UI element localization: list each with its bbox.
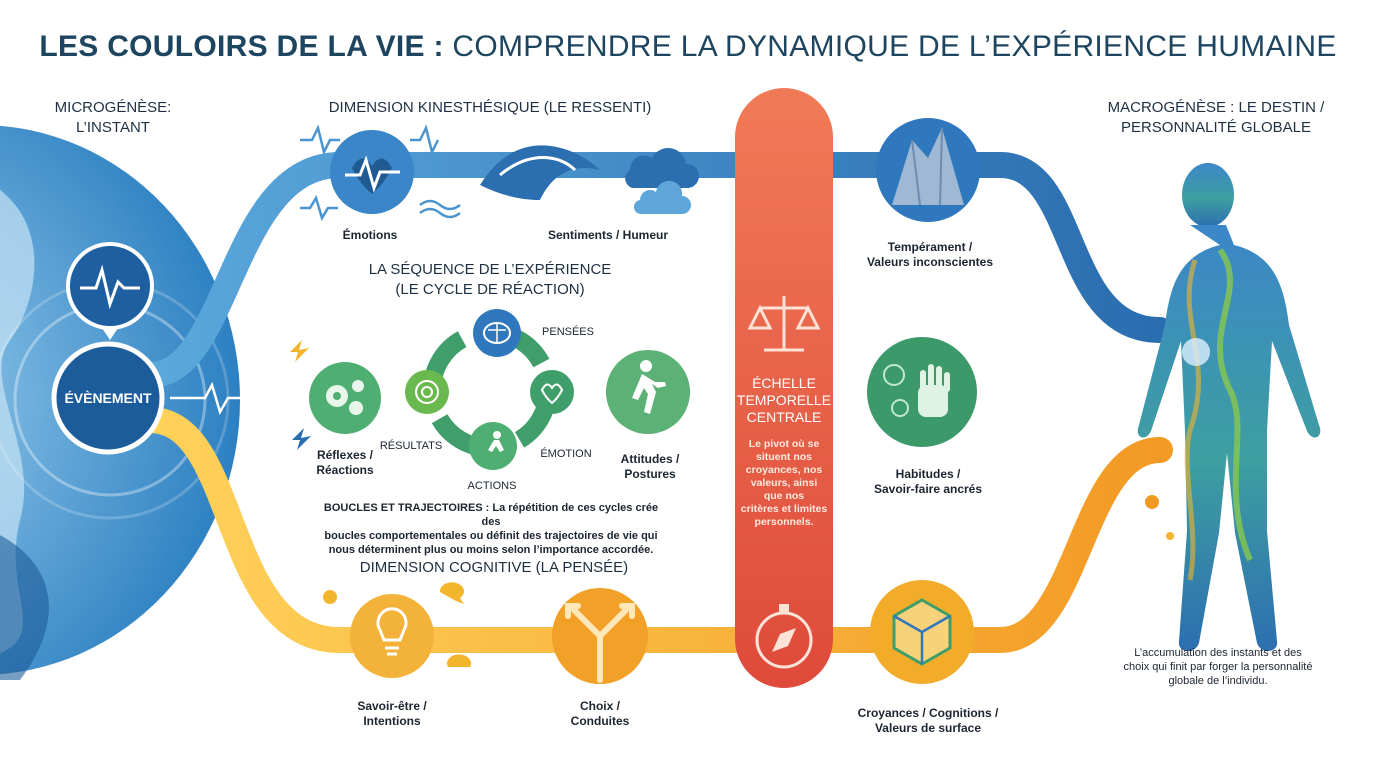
macrogenesis-heading: MACROGÉNÈSE : LE DESTIN / PERSONNALITÉ G… — [1096, 98, 1336, 138]
temperament-node — [876, 118, 980, 222]
central-text-line2: situent nos — [755, 451, 812, 463]
croyances-label-line1: Croyances / Cognitions / — [857, 706, 999, 720]
page-title: LES COULOIRS DE LA VIE : COMPRENDRE LA D… — [0, 30, 1376, 64]
target-icon — [415, 380, 439, 404]
central-text-line5: que nos — [763, 490, 805, 502]
arrows-icon — [565, 603, 635, 683]
reaction-cycle — [405, 309, 574, 470]
savoir-etre-label-line1: Savoir-être / — [357, 699, 427, 713]
central-text-line7: personnels. — [754, 516, 814, 528]
central-text-line3: croyances, nos — [745, 464, 823, 476]
event-label: ÉVÈNEMENT — [64, 390, 152, 406]
habitudes-label-line2: Savoir-faire ancrés — [873, 482, 983, 496]
compass-icon — [755, 604, 813, 669]
sequence-heading-line2: (LE CYCLE DE RÉACTION) — [395, 281, 585, 298]
sequence-heading-line1: LA SÉQUENCE DE L’EXPÉRIENCE — [368, 261, 612, 278]
central-text-line6: critères et limites — [740, 503, 828, 515]
attitudes-node — [606, 350, 690, 434]
croyances-label-line2: Valeurs de surface — [874, 721, 982, 735]
choix-node — [552, 588, 648, 684]
microgenesis-heading-line2: L’INSTANT — [76, 119, 150, 136]
cognitive-path — [137, 407, 1173, 653]
habitudes-label: Habitudes / Savoir-faire ancrés — [848, 467, 1008, 497]
choix-label-line2: Conduites — [570, 714, 630, 728]
heartbeat-icon — [300, 124, 440, 222]
cube-icon — [892, 598, 952, 666]
reflexes-node — [170, 340, 381, 450]
cycle-pensees: PENSÉES — [542, 326, 594, 338]
valeurs-label-line1: Valeurs — [1035, 382, 1077, 394]
heartbeat-circle — [66, 242, 154, 340]
temperament-label: Tempérament / Valeurs inconscientes — [850, 240, 1010, 270]
choix-label-line1: Choix / — [579, 699, 620, 713]
macrogenesis-heading-line1: MACROGÉNÈSE : LE DESTIN / — [1107, 99, 1325, 116]
macrogenesis-heading-line2: PERSONNALITÉ GLOBALE — [1120, 119, 1312, 136]
mountain-icon — [892, 128, 964, 205]
event-node[interactable] — [51, 341, 165, 455]
runner-icon — [488, 431, 504, 452]
scale-icon — [747, 296, 821, 352]
central-text-line4: valeurs, ainsi — [750, 477, 818, 489]
emotions-label: Émotions — [342, 228, 398, 242]
valeurs-profondes-label: Valeurs profondes — [1016, 381, 1096, 409]
savoir-etre-node — [323, 582, 471, 678]
cycle-actions: ACTIONS — [467, 480, 517, 492]
macrogenesis-caption-line2: choix qui finit par forger la personnali… — [1123, 661, 1313, 673]
cloud-icon — [625, 148, 700, 215]
loops-text-line1: BOUCLES ET TRAJECTOIRES : La répétition … — [323, 502, 659, 528]
heart-icon — [540, 383, 564, 405]
savoir-etre-label: Savoir-être / Intentions — [342, 699, 442, 729]
walker-icon — [632, 360, 666, 414]
macrogenesis-caption-line3: globale de l’individu. — [1168, 675, 1268, 687]
reflexes-label-line1: Réflexes / — [316, 448, 374, 462]
central-text-line1: Le pivot où se — [748, 438, 820, 450]
central-title-line1: ÉCHELLE — [752, 375, 816, 391]
idea-icon — [323, 582, 471, 667]
reflexes-label-line2: Réactions — [316, 463, 374, 477]
attitudes-label: Attitudes / Postures — [610, 452, 690, 482]
cognitive-heading: DIMENSION COGNITIVE (LA PENSÉE) — [359, 559, 629, 576]
choix-label: Choix / Conduites — [550, 699, 650, 729]
cycle-emotion: ÉMOTION — [540, 448, 592, 460]
title-bold: LES COULOIRS DE LA VIE : — [39, 30, 444, 63]
savoir-etre-label-line2: Intentions — [363, 714, 421, 728]
temperament-label-line2: Valeurs inconscientes — [866, 255, 994, 269]
attitudes-label-line2: Postures — [624, 467, 676, 481]
wave-icon — [419, 145, 600, 219]
central-title-line3: CENTRALE — [746, 409, 822, 425]
cycle-resultats: RÉSULTATS — [379, 440, 443, 452]
valeurs-label-line2: profondes — [1027, 396, 1085, 408]
emotions-node — [330, 130, 414, 214]
title-rest: COMPRENDRE LA DYNAMIQUE DE L’EXPÉRIENCE … — [452, 30, 1337, 63]
central-title: ÉCHELLE TEMPORELLE CENTRALE — [735, 375, 833, 426]
central-text: Le pivot où se situent nos croyances, no… — [737, 438, 831, 529]
human-figure-icon — [1137, 163, 1321, 652]
croyances-label: Croyances / Cognitions / Valeurs de surf… — [838, 706, 1018, 736]
habitudes-node — [867, 337, 977, 447]
temperament-label-line1: Tempérament / — [887, 240, 973, 254]
lightbulb-icon — [376, 607, 408, 656]
sentiments-label: Sentiments / Humeur — [547, 228, 669, 242]
attitudes-label-line1: Attitudes / — [620, 452, 680, 466]
hand-icon — [918, 364, 950, 417]
loops-text: BOUCLES ET TRAJECTOIRES : La répétition … — [316, 501, 666, 557]
croyances-node — [870, 580, 974, 684]
microgenesis-heading-line1: MICROGÉNÈSE: — [54, 99, 172, 116]
habitudes-label-line1: Habitudes / — [895, 467, 961, 481]
brain-icon — [483, 322, 511, 344]
macrogenesis-caption: L’accumulation des instants et des choix… — [1100, 646, 1336, 688]
macrogenesis-caption-line1: L’accumulation des instants et des — [1134, 647, 1302, 659]
loops-text-line2: boucles comportementales ou définit des … — [324, 530, 658, 542]
loops-text-line3: nous déterminent plus ou moins selon l’i… — [328, 544, 654, 556]
microgenesis-heading: MICROGÉNÈSE: L’INSTANT — [38, 98, 188, 138]
kinesthetic-heading: DIMENSION KINESTHÉSIQUE (LE RESSENTI) — [328, 99, 652, 116]
central-time-scale — [735, 88, 833, 688]
sequence-heading: LA SÉQUENCE DE L’EXPÉRIENCE (LE CYCLE DE… — [340, 260, 640, 300]
reflexes-label: Réflexes / Réactions — [300, 448, 390, 478]
central-title-line2: TEMPORELLE — [736, 392, 832, 408]
